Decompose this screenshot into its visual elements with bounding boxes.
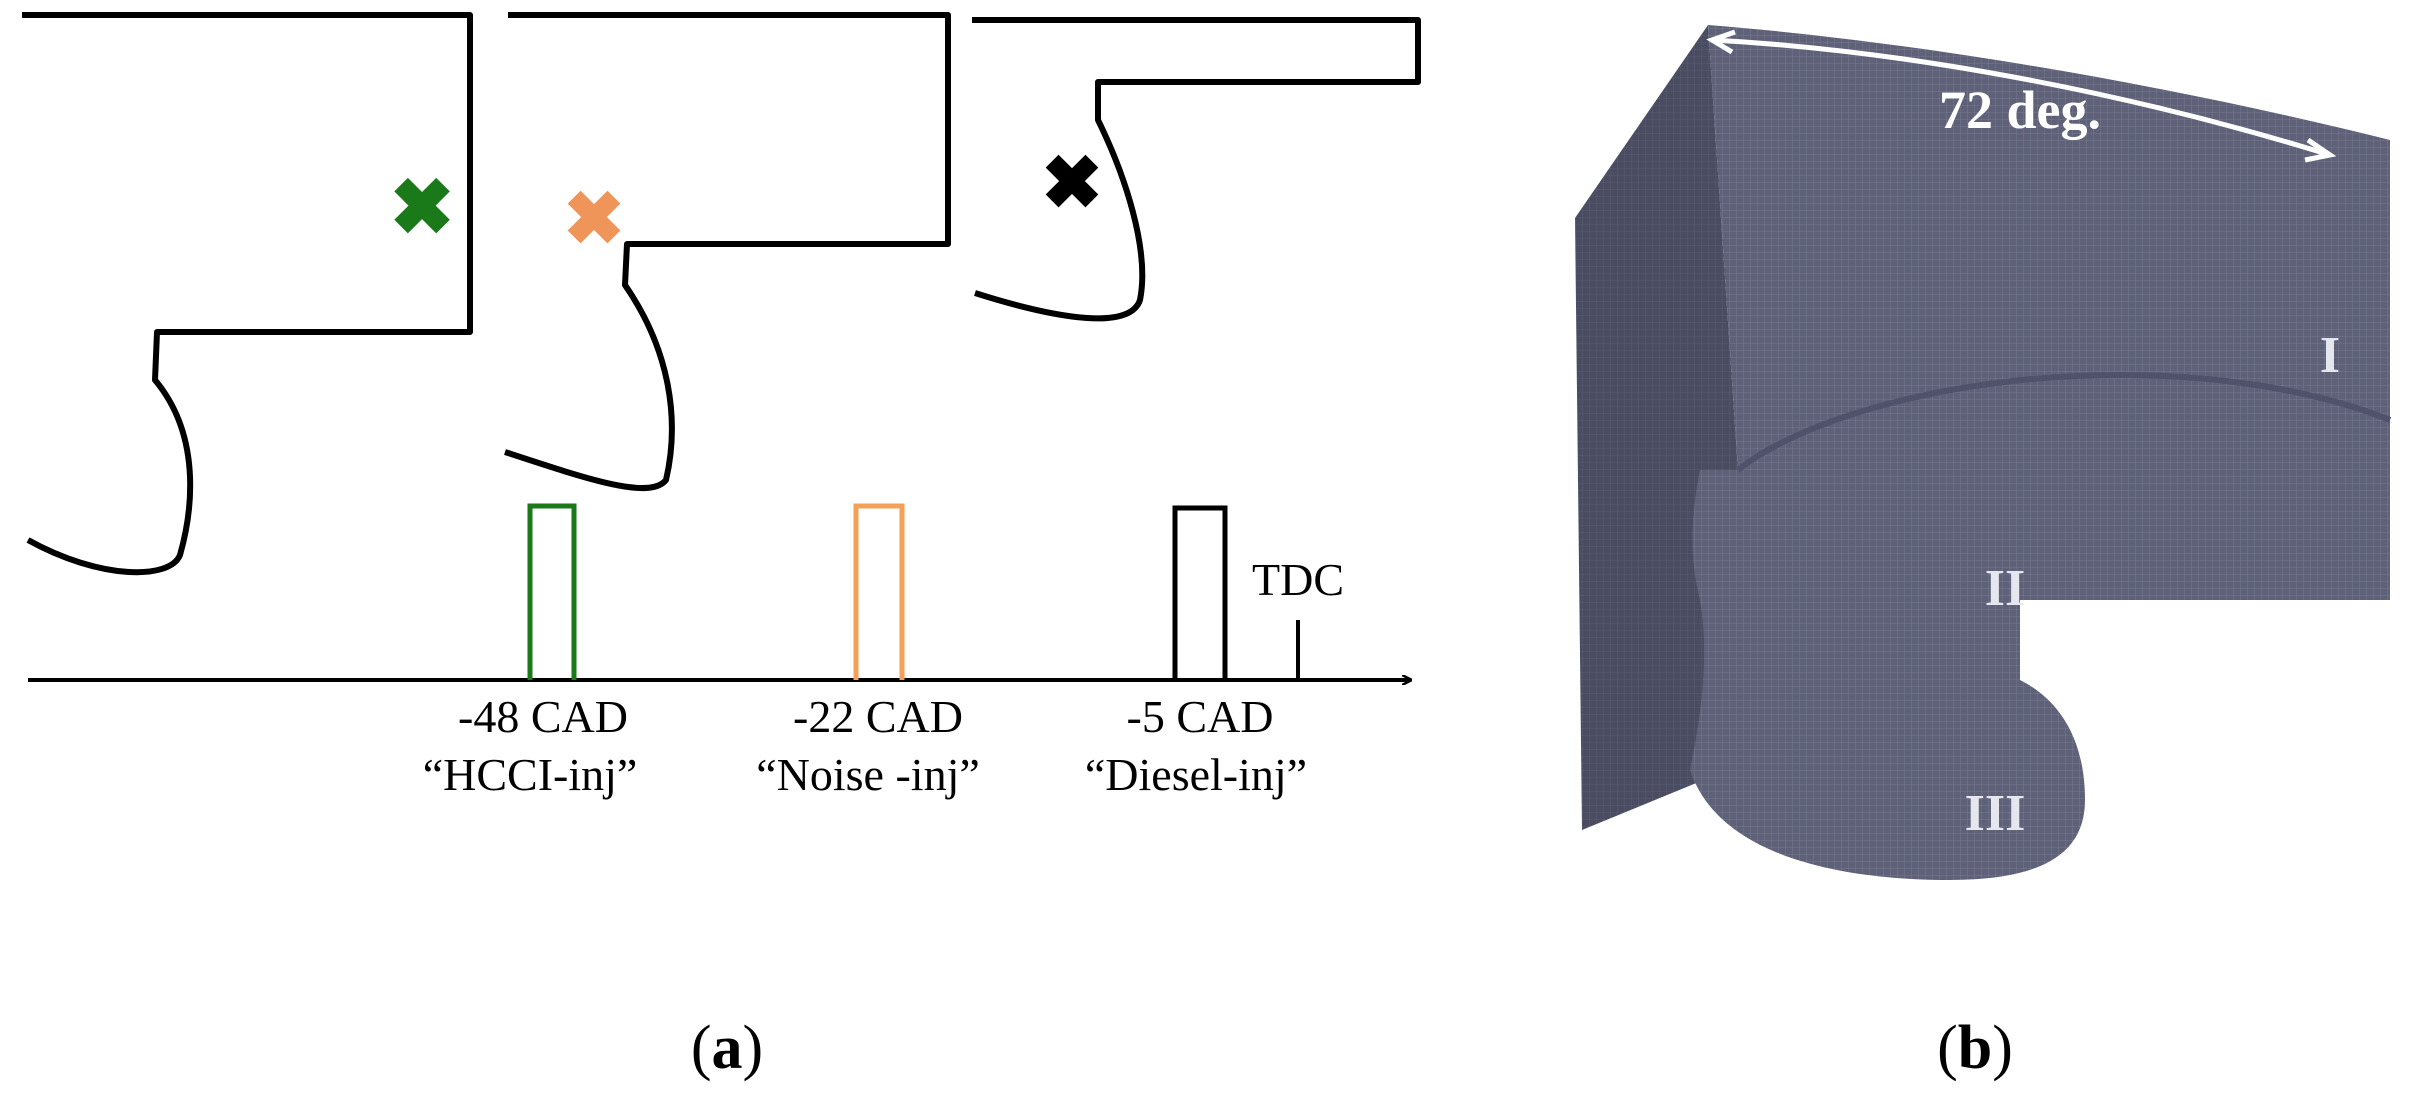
injection-marker-noise: ✖ — [563, 179, 625, 261]
injection-marker-hcci: ✖ — [389, 164, 454, 251]
cad-label-diesel: -5 CAD — [1127, 691, 1274, 742]
panel-a: ✖ ✖ ✖ TDC -48 CAD “HCCI-inj” -22 CAD “No… — [22, 12, 1421, 1082]
cad-label-noise: -22 CAD — [793, 691, 963, 742]
mesh-top-face — [1708, 25, 2390, 652]
injection-marker-diesel: ✖ — [1041, 143, 1103, 225]
panel-b-caption: (b) — [1937, 1014, 2013, 1082]
inj-name-noise: “Noise -inj” — [756, 749, 980, 800]
angle-arrow-tail-head — [1706, 29, 1736, 55]
inj-name-hcci: “HCCI-inj” — [423, 749, 638, 800]
region-label-iii: III — [1965, 785, 2026, 842]
pulse-diesel — [1172, 505, 1228, 680]
region-label-i: I — [2320, 327, 2340, 384]
inj-name-diesel: “Diesel-inj” — [1085, 749, 1307, 800]
piston-profile-hcci — [22, 12, 473, 576]
angle-arrow — [1711, 37, 2331, 158]
tdc-label: TDC — [1252, 554, 1344, 605]
pulse-noise — [853, 503, 905, 680]
mesh-side-face — [1575, 25, 1738, 830]
piston-profile-diesel — [972, 17, 1421, 322]
region-label-ii: II — [1985, 560, 2025, 617]
piston-profile-noise — [504, 12, 951, 492]
mesh-bowl — [1690, 470, 2085, 880]
mesh-region-boundary — [1736, 371, 2392, 473]
cad-label-hcci: -48 CAD — [458, 691, 628, 742]
pulse-hcci — [527, 503, 577, 680]
panel-a-caption: (a) — [691, 1014, 763, 1082]
angle-arrow-head — [2304, 137, 2337, 163]
panel-b: 72 deg. I II III (b) — [1575, 25, 2392, 1082]
angle-label: 72 deg. — [1939, 80, 2101, 140]
